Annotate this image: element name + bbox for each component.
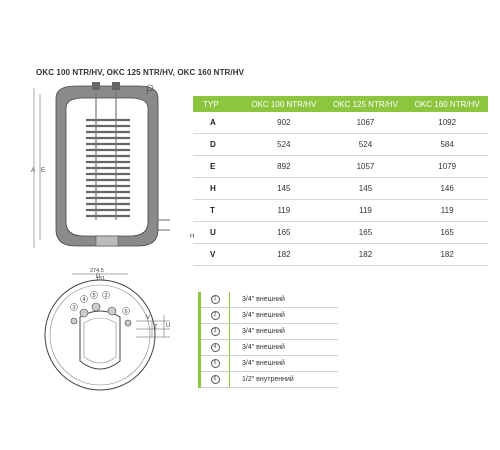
cell-value: 165 xyxy=(406,221,488,244)
row-typ: T xyxy=(193,199,243,222)
dim-151: 151 xyxy=(96,276,105,282)
connection-desc: 3/4" внешний xyxy=(229,307,338,324)
label-t: T xyxy=(154,325,158,331)
page-title: OKC 100 NTR/HV, OKC 125 NTR/HV, OKC 160 … xyxy=(36,68,245,77)
table-row: T 119 119 119 xyxy=(193,199,488,222)
table-row: 1 3/4" внешний xyxy=(198,292,338,308)
spec-header-typ: TYP xyxy=(193,96,243,112)
spec-table: TYP OKC 100 NTR/HV OKC 125 NTR/HV OKC 16… xyxy=(193,96,488,266)
label-a: A xyxy=(31,168,35,174)
connection-number: 3 xyxy=(210,327,220,336)
table-row: V 182 182 182 xyxy=(193,243,488,266)
table-row: D 524 524 584 xyxy=(193,133,488,156)
label-e: E xyxy=(41,168,45,174)
connection-number: 4 xyxy=(210,343,220,352)
label-n5: 5 xyxy=(93,293,96,299)
label-n6: 6 xyxy=(125,309,128,315)
connection-desc: 1/2" внутренний xyxy=(229,371,338,388)
cell-value: 1079 xyxy=(406,155,488,178)
cell-value: 1092 xyxy=(406,112,488,134)
cell-value: 119 xyxy=(243,199,325,222)
spec-header-okc125: OKC 125 NTR/HV xyxy=(324,96,407,112)
tank-bottom-view-drawing: 274.5 151 4 5 2 3 6 T U V xyxy=(44,268,170,391)
connection-number: 5 xyxy=(210,359,220,368)
table-row: 2 3/4" внешний xyxy=(198,307,338,324)
label-n2: 2 xyxy=(105,293,108,299)
label-n4: 4 xyxy=(83,297,86,303)
label-u: U xyxy=(166,323,170,329)
connection-desc: 3/4" внешний xyxy=(229,355,338,372)
cell-value: 165 xyxy=(243,221,325,244)
cell-value: 182 xyxy=(324,243,407,266)
connections-table: 1 3/4" внешний 2 3/4" внешний 3 3/4" вне… xyxy=(198,292,338,388)
table-row: 3 3/4" внешний xyxy=(198,323,338,340)
cell-value: 182 xyxy=(243,243,325,266)
cell-value: 1067 xyxy=(324,112,407,134)
table-row: H 145 145 146 xyxy=(193,177,488,200)
row-typ: H xyxy=(193,177,243,200)
cell-value: 119 xyxy=(324,199,407,222)
row-typ: E xyxy=(193,155,243,178)
row-typ: V xyxy=(193,243,243,266)
table-row: A 902 1067 1092 xyxy=(193,112,488,134)
row-typ: U xyxy=(193,221,243,244)
spec-header-okc160: OKC 160 NTR/HV xyxy=(406,96,488,112)
cell-value: 892 xyxy=(243,155,325,178)
table-row: E 892 1057 1079 xyxy=(193,155,488,178)
table-row: 4 3/4" внешний xyxy=(198,339,338,356)
cell-value: 1057 xyxy=(324,155,407,178)
cell-value: 902 xyxy=(243,112,325,134)
label-n1: 1 xyxy=(146,90,149,96)
connection-number: 1 xyxy=(210,295,220,304)
table-row: 6 1/2" внутренний xyxy=(198,371,338,388)
label-v: V xyxy=(146,315,150,321)
table-row: 5 3/4" внешний xyxy=(198,355,338,372)
connection-desc: 3/4" внешний xyxy=(229,339,338,356)
connection-number: 6 xyxy=(210,375,220,384)
connection-desc: 3/4" внешний xyxy=(229,292,338,308)
table-row: U 165 165 165 xyxy=(193,221,488,244)
connection-desc: 3/4" внешний xyxy=(229,323,338,340)
cell-value: 524 xyxy=(243,133,325,156)
tank-section-drawing: A E 1 xyxy=(31,82,170,248)
connection-number: 2 xyxy=(210,311,220,320)
spec-table-header: TYP OKC 100 NTR/HV OKC 125 NTR/HV OKC 16… xyxy=(193,96,488,112)
row-typ: A xyxy=(193,112,243,134)
spec-header-okc100: OKC 100 NTR/HV xyxy=(243,96,325,112)
cell-value: 146 xyxy=(406,177,488,200)
cell-value: 524 xyxy=(324,133,407,156)
cell-value: 145 xyxy=(324,177,407,200)
cell-value: 145 xyxy=(243,177,325,200)
cell-value: 119 xyxy=(406,199,488,222)
dim-274: 274.5 xyxy=(90,268,104,274)
cell-value: 165 xyxy=(324,221,407,244)
row-typ: D xyxy=(193,133,243,156)
cell-value: 182 xyxy=(406,243,488,266)
label-n3: 3 xyxy=(73,305,76,311)
cell-value: 584 xyxy=(406,133,488,156)
